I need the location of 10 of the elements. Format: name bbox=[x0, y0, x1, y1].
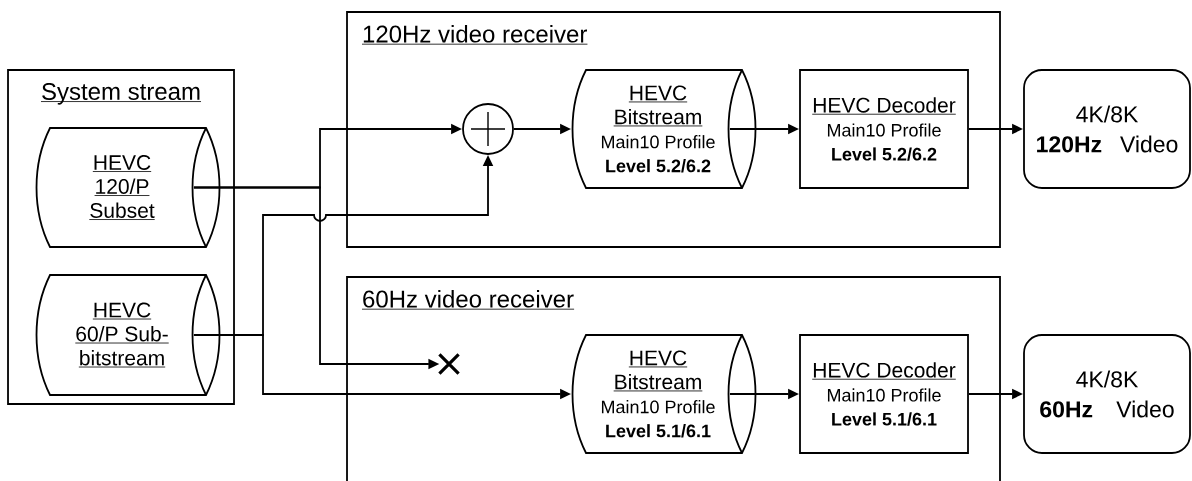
cylinder: HEVC Bitstream Main10 Profile Level 5.2/6.2 bbox=[571, 69, 757, 189]
decoder-box: HEVC Decoder Main10 Profile Level 5.1/6.1 bbox=[799, 334, 969, 454]
rounded-box: 4K/8K 60Hz Video bbox=[1023, 334, 1191, 454]
decoder-box: HEVC Decoder Main10 Profile Level 5.2/6.2 bbox=[799, 69, 969, 189]
cylinder: HEVC 60/P Sub-bitstream bbox=[35, 274, 221, 396]
cross-mark bbox=[437, 352, 461, 376]
cylinder: HEVC 120/P Subset bbox=[35, 127, 221, 248]
summing-junction bbox=[462, 103, 514, 155]
cylinder: HEVC Bitstream Main10 Profile Level 5.1/6.1 bbox=[571, 334, 757, 454]
rounded-box: 4K/8K 120Hz Video bbox=[1023, 69, 1191, 189]
